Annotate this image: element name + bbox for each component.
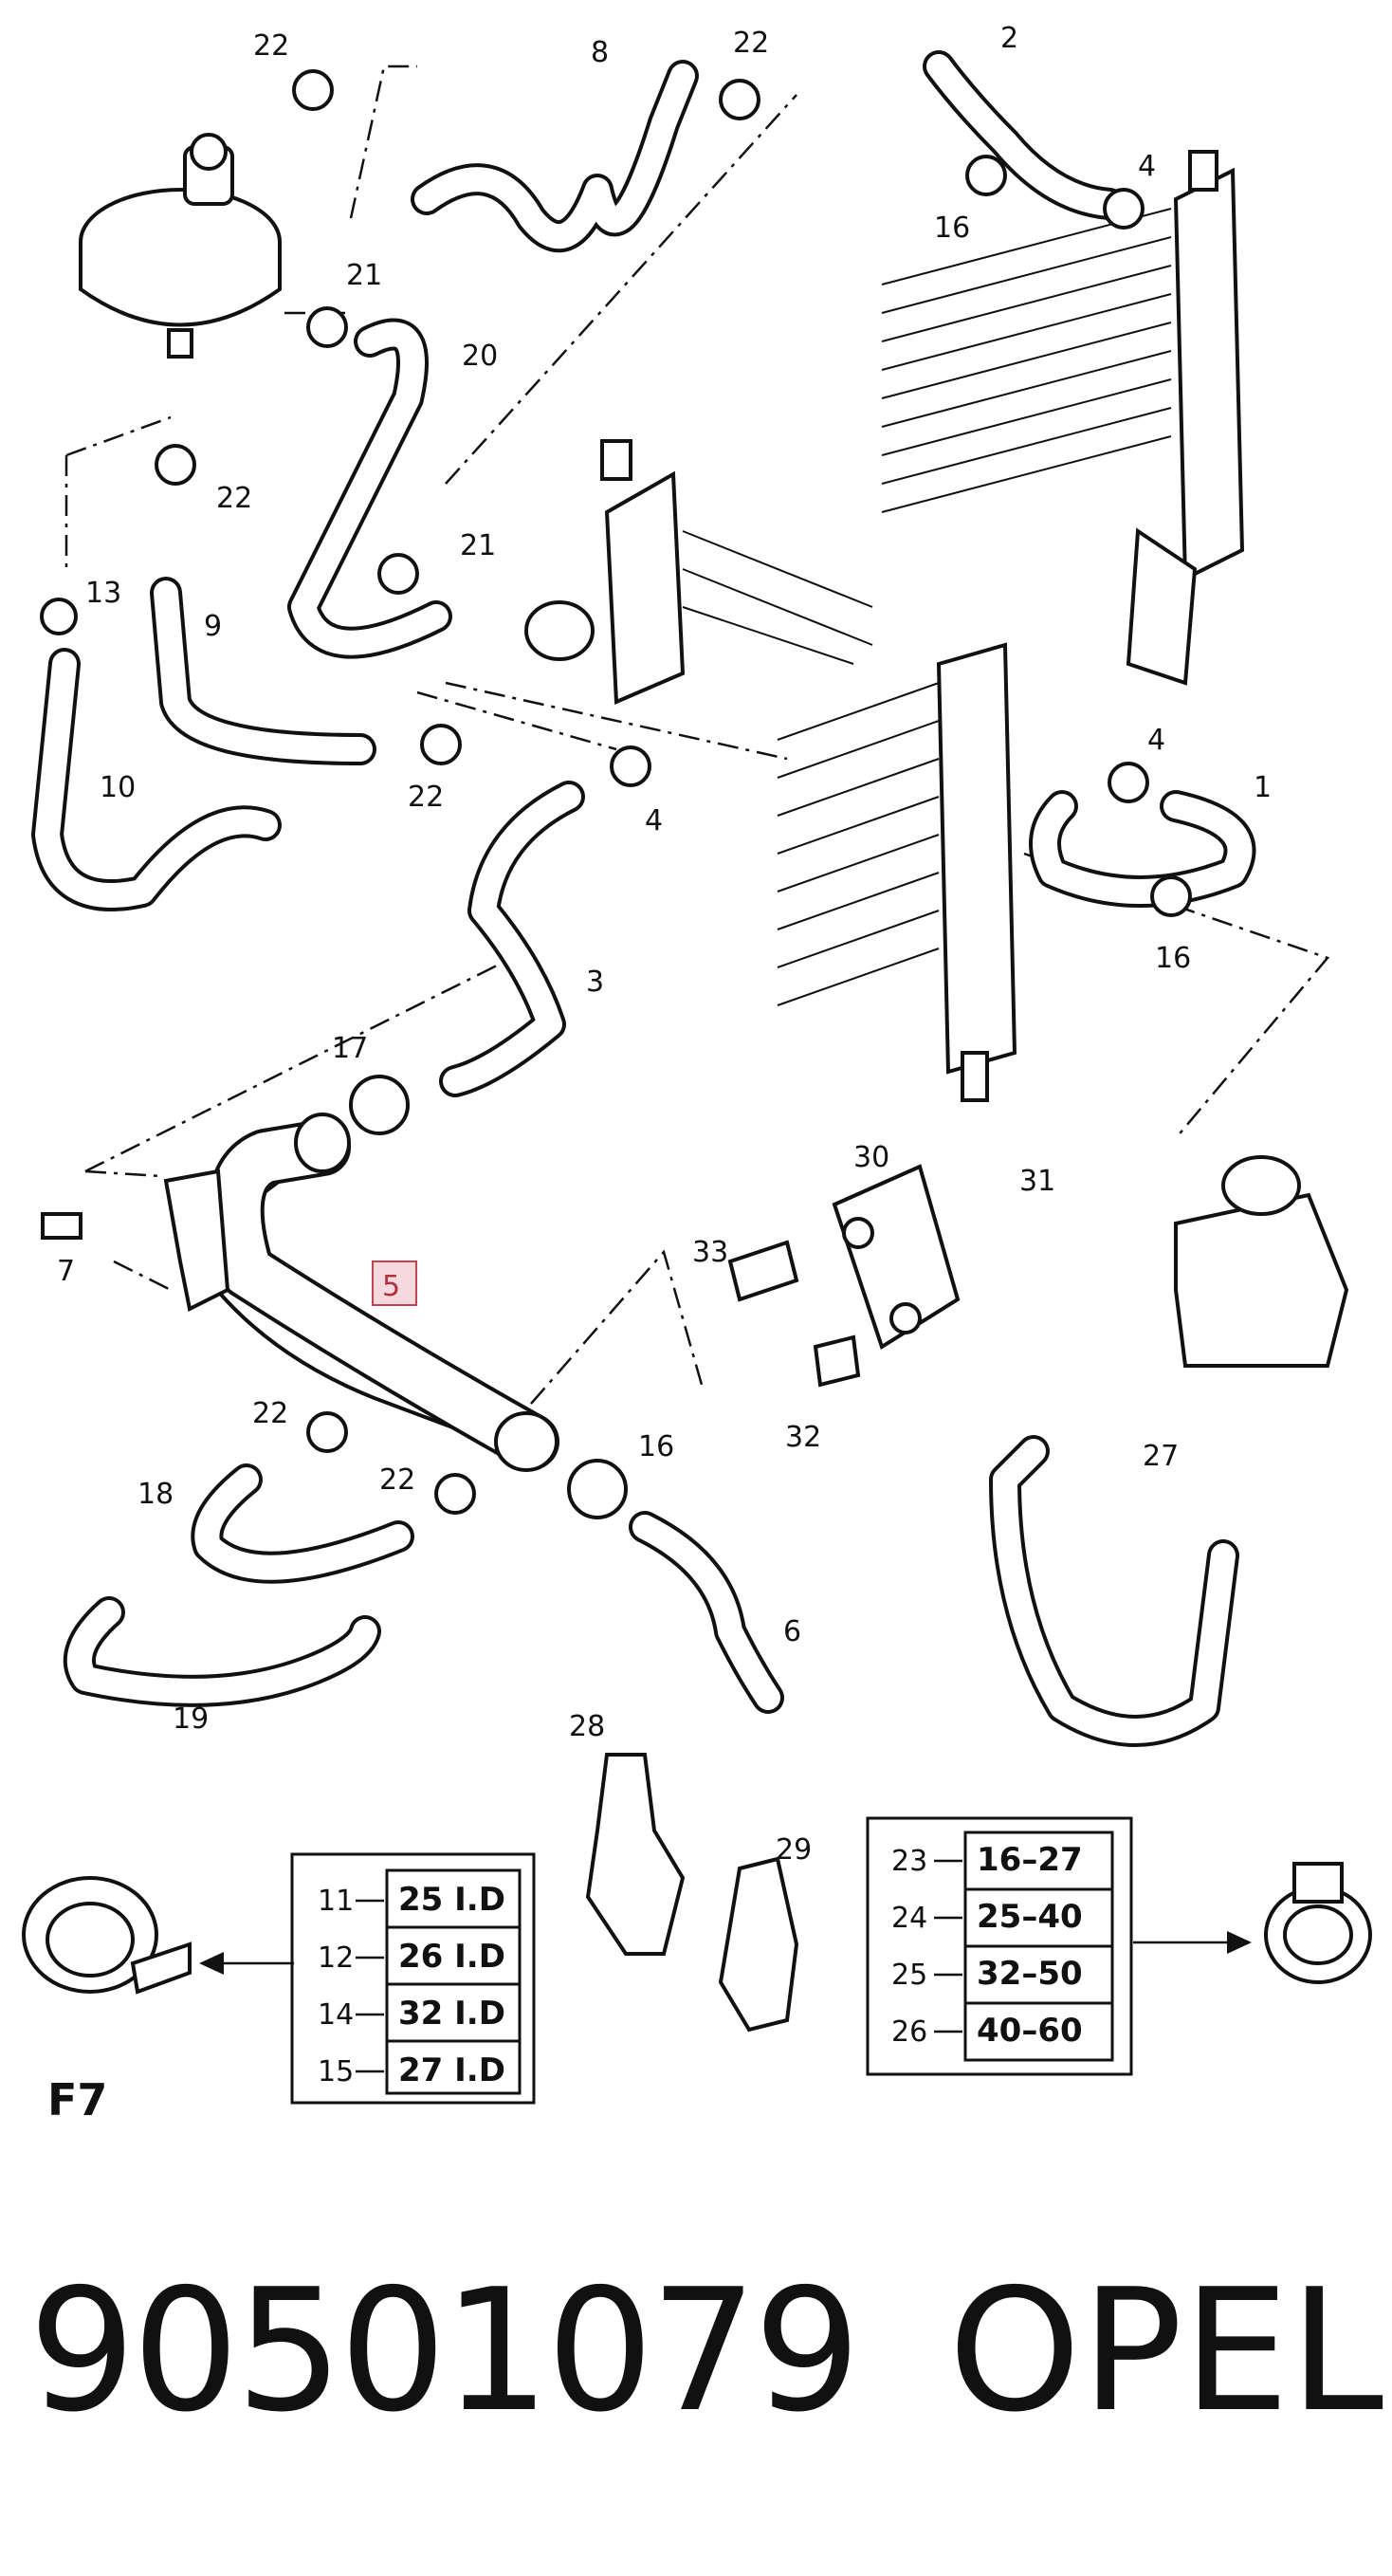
callout-4: 4 xyxy=(1138,150,1156,183)
callout-32: 32 xyxy=(785,1421,821,1454)
callout-22: 22 xyxy=(379,1463,415,1497)
callout-19: 19 xyxy=(173,1702,209,1736)
arrows xyxy=(199,1931,1252,1975)
callout-13: 13 xyxy=(85,577,121,610)
clips xyxy=(585,1753,799,2033)
left-table-row: 11 25 I.D xyxy=(318,1868,522,1929)
callout-27: 27 xyxy=(1143,1440,1179,1473)
right-table-row: 25 32–50 xyxy=(891,1944,1114,2005)
radiator-middle xyxy=(524,439,873,705)
callout-8: 8 xyxy=(591,36,609,69)
callout-21: 21 xyxy=(460,529,496,562)
callout-4: 4 xyxy=(645,804,663,837)
right-table-row: 23 16–27 xyxy=(891,1831,1114,1891)
figure-label: F7 xyxy=(47,2074,107,2125)
callout-22: 22 xyxy=(733,27,769,60)
callout-6: 6 xyxy=(783,1615,801,1648)
svg-text:11: 11 xyxy=(318,1885,354,1918)
svg-text:40–60: 40–60 xyxy=(977,2012,1083,2050)
callout-28: 28 xyxy=(569,1710,605,1743)
left-table-row: 14 32 I.D xyxy=(318,1982,522,2043)
hose-clamp-left xyxy=(22,1876,192,1995)
callout-1: 1 xyxy=(1254,771,1272,804)
callout-29: 29 xyxy=(776,1833,812,1867)
assembly-lines xyxy=(64,64,1330,1405)
thermostat-housing xyxy=(41,1164,961,1388)
callout-22: 22 xyxy=(253,29,289,63)
callout-2: 2 xyxy=(1000,22,1018,55)
callout-4: 4 xyxy=(1147,724,1165,757)
radiator-lower xyxy=(777,642,1017,1102)
svg-text:26 I.D: 26 I.D xyxy=(398,1938,505,1976)
callout-3: 3 xyxy=(586,966,604,999)
svg-text:15: 15 xyxy=(318,2055,354,2088)
callout-22: 22 xyxy=(252,1397,288,1430)
callout-10: 10 xyxy=(100,771,136,804)
left-table-row: 15 27 I.D xyxy=(318,2039,522,2095)
svg-text:16–27: 16–27 xyxy=(977,1841,1083,1879)
radiator-upper xyxy=(881,150,1245,686)
svg-text:25: 25 xyxy=(891,1959,927,1992)
right-range-table: 23 16–27 24 25–40 25 32–50 26 40–60 xyxy=(866,1816,1133,2076)
left-size-table: 11 25 I.D 12 26 I.D 14 32 I.D 15 27 I.D xyxy=(290,1852,536,2105)
callout-22: 22 xyxy=(216,482,252,515)
callout-20: 20 xyxy=(462,340,498,373)
callout-21: 21 xyxy=(346,259,382,292)
callout-16: 16 xyxy=(934,212,970,245)
svg-text:23: 23 xyxy=(891,1845,927,1878)
callout-7: 7 xyxy=(57,1255,75,1288)
callout-5: 5 xyxy=(382,1270,400,1303)
svg-text:24: 24 xyxy=(891,1902,927,1935)
callout-30: 30 xyxy=(853,1141,889,1174)
hose-clamp-right xyxy=(1264,1862,1372,1984)
svg-text:14: 14 xyxy=(318,1998,354,2032)
right-table-row: 24 25–40 xyxy=(891,1887,1114,1948)
svg-text:12: 12 xyxy=(318,1941,354,1975)
callout-22: 22 xyxy=(408,781,444,814)
expansion-tank xyxy=(79,133,282,359)
clamps xyxy=(40,69,1192,1519)
coolant-pipe-5 xyxy=(163,1113,559,1472)
callout-18: 18 xyxy=(137,1478,174,1511)
part-number: 90501079 xyxy=(28,2253,861,2449)
right-table-row: 26 40–60 xyxy=(891,2001,1114,2062)
svg-text:32 I.D: 32 I.D xyxy=(398,1995,505,2033)
callouts: 22 8 22 2 4 16 21 20 21 22 13 9 10 22 4 … xyxy=(57,22,1272,1867)
left-table-row: 12 26 I.D xyxy=(318,1925,522,1986)
svg-text:27 I.D: 27 I.D xyxy=(398,2052,505,2089)
callout-9: 9 xyxy=(204,610,222,643)
water-pump xyxy=(1174,1155,1349,1368)
callout-33: 33 xyxy=(692,1236,728,1269)
svg-text:25–40: 25–40 xyxy=(977,1898,1083,1936)
svg-text:25 I.D: 25 I.D xyxy=(398,1881,505,1919)
callout-31: 31 xyxy=(1019,1165,1055,1198)
callout-17: 17 xyxy=(332,1032,368,1065)
brand-name: OPEL xyxy=(948,2253,1384,2449)
svg-text:26: 26 xyxy=(891,2015,927,2049)
callout-16: 16 xyxy=(1155,942,1191,975)
svg-text:32–50: 32–50 xyxy=(977,1955,1083,1993)
callout-16: 16 xyxy=(638,1430,674,1463)
hoses xyxy=(31,50,1256,1747)
